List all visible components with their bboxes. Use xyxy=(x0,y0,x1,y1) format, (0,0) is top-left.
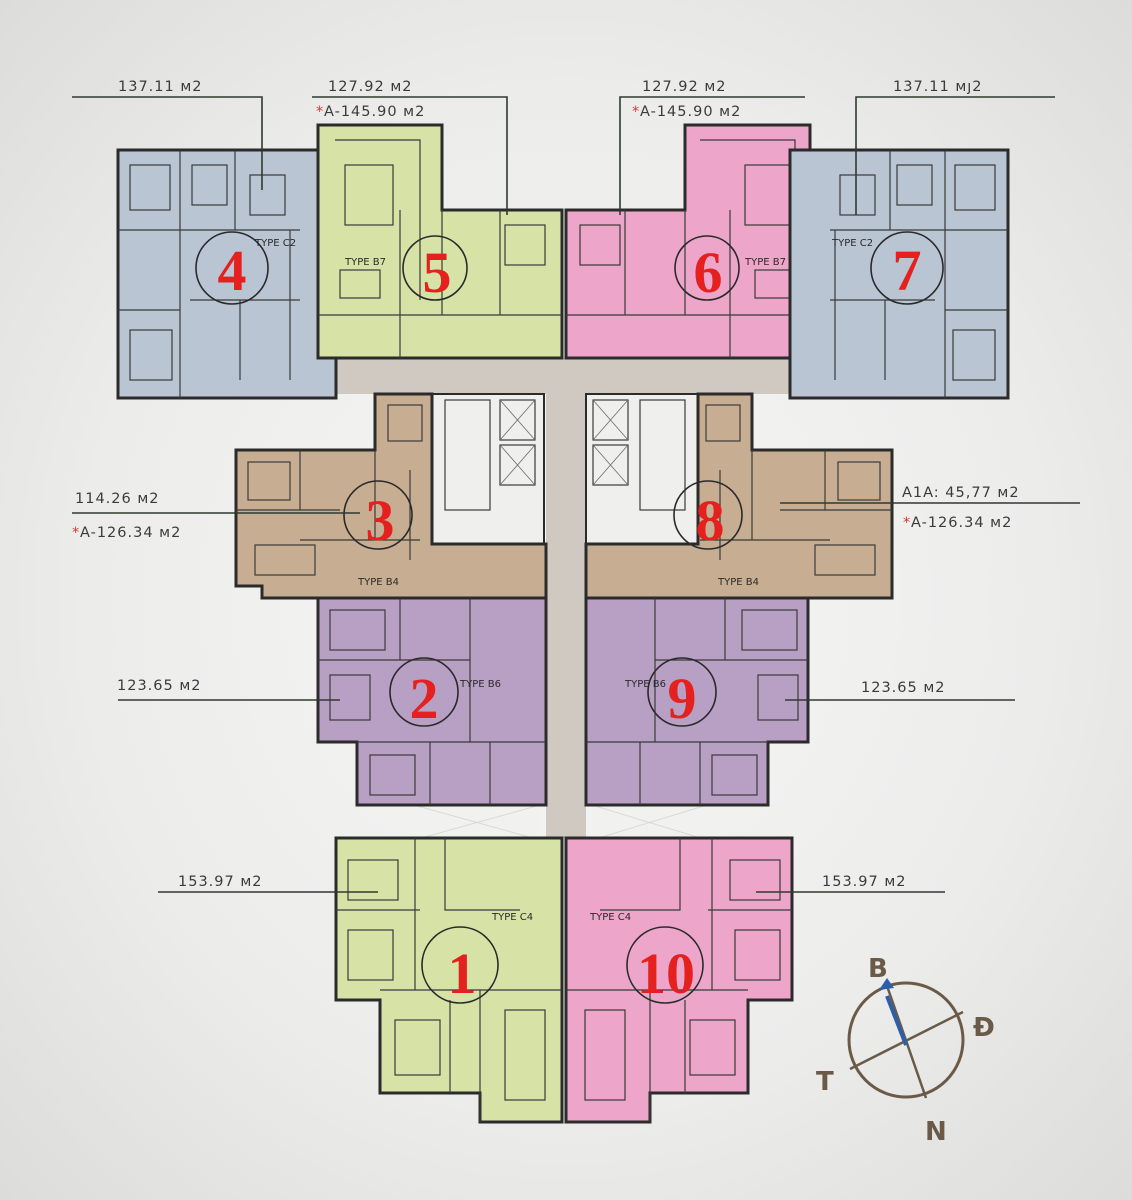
unit-5-alt-marker: * xyxy=(316,104,324,120)
unit-4-type: TYPE C2 xyxy=(254,238,296,249)
unit-10-marker-circle xyxy=(626,926,704,1004)
unit-5-area: 127.92 м2 xyxy=(328,79,413,95)
compass-west: T xyxy=(816,1067,834,1097)
unit-8-marker-circle xyxy=(673,480,743,550)
compass-north: B xyxy=(868,954,888,984)
unit-8-number: 8 xyxy=(696,488,725,553)
building-core xyxy=(431,393,699,545)
unit-9[interactable]: 9 TYPE B6 xyxy=(584,596,810,807)
unit-10-number: 10 xyxy=(637,941,695,1006)
compass-needle-icon xyxy=(885,995,908,1046)
compass-rose: B Đ N T xyxy=(816,954,995,1147)
unit-5-number: 5 xyxy=(423,240,452,305)
compass-south: N xyxy=(925,1117,947,1147)
unit-10[interactable]: 10 TYPE C4 xyxy=(564,836,794,1124)
unit-1[interactable]: 1 TYPE C4 xyxy=(334,836,564,1124)
unit-9-marker-circle xyxy=(647,657,717,727)
unit-6-marker-circle xyxy=(674,235,740,301)
unit-1-number: 1 xyxy=(448,941,477,1006)
unit-3-marker-circle xyxy=(343,480,413,550)
unit-7-number: 7 xyxy=(893,238,922,303)
unit-6-alt-area: A-145.90 м2 xyxy=(640,104,741,120)
corridor xyxy=(335,358,790,841)
unit-9-type: TYPE B6 xyxy=(624,679,666,690)
unit-6-alt-marker: * xyxy=(632,104,640,120)
unit-7-type: TYPE C2 xyxy=(831,238,873,249)
unit-2-marker-circle xyxy=(389,657,459,727)
unit-8-alt-marker: * xyxy=(903,515,911,531)
unit-3-area: 114.26 м2 xyxy=(75,491,160,507)
unit-3-type: TYPE B4 xyxy=(357,577,399,588)
compass-circle xyxy=(847,981,965,1099)
unit-2-number: 2 xyxy=(410,666,439,731)
unit-8-alt-area: A-126.34 м2 xyxy=(911,515,1012,531)
unit-7[interactable]: 7 TYPE C2 xyxy=(788,148,1010,400)
unit-3-alt-area: A-126.34 м2 xyxy=(80,525,181,541)
unit-6-area: 127.92 м2 xyxy=(642,79,727,95)
compass-east: Đ xyxy=(973,1013,995,1043)
unit-4[interactable]: 4 TYPE C2 xyxy=(116,148,338,400)
unit-7-marker-circle xyxy=(870,231,944,305)
leader-lines xyxy=(72,96,1080,893)
unit-6[interactable]: 6 TYPE B7 xyxy=(564,123,812,360)
unit-6-type: TYPE B7 xyxy=(744,257,786,268)
unit-4-number: 4 xyxy=(218,238,247,303)
unit-2-type: TYPE B6 xyxy=(459,679,501,690)
unit-2-area: 123.65 м2 xyxy=(117,678,202,694)
unit-5-type: TYPE B7 xyxy=(344,257,386,268)
unit-4-marker-circle xyxy=(195,231,269,305)
unit-1-type: TYPE C4 xyxy=(491,912,533,923)
unit-3-number: 3 xyxy=(366,488,395,553)
unit-9-number: 9 xyxy=(668,666,697,731)
area-labels: 137.11 м2 127.92 м2 * A-145.90 м2 127.92… xyxy=(72,79,1020,890)
unit-5-marker-circle xyxy=(402,235,468,301)
unit-4-area: 137.11 м2 xyxy=(118,79,203,95)
unit-8[interactable]: 8 TYPE B4 xyxy=(584,392,894,600)
unit-10-type: TYPE C4 xyxy=(589,912,631,923)
unit-2[interactable]: 2 TYPE B6 xyxy=(316,596,548,807)
unit-6-number: 6 xyxy=(694,240,723,305)
unit-9-area: 123.65 м2 xyxy=(861,680,946,696)
unit-8-area: A1A: 45,77 м2 xyxy=(902,485,1020,501)
unit-7-area: 137.11 мȷ2 xyxy=(893,79,983,95)
unit-5[interactable]: 5 TYPE B7 xyxy=(316,123,564,360)
unit-1-marker-circle xyxy=(421,926,499,1004)
unit-3[interactable]: 3 TYPE B4 xyxy=(234,392,548,600)
unit-3-alt-marker: * xyxy=(72,525,80,541)
unit-5-alt-area: A-145.90 м2 xyxy=(324,104,425,120)
unit-10-area: 153.97 м2 xyxy=(822,874,907,890)
unit-8-type: TYPE B4 xyxy=(717,577,759,588)
unit-1-area: 153.97 м2 xyxy=(178,874,263,890)
